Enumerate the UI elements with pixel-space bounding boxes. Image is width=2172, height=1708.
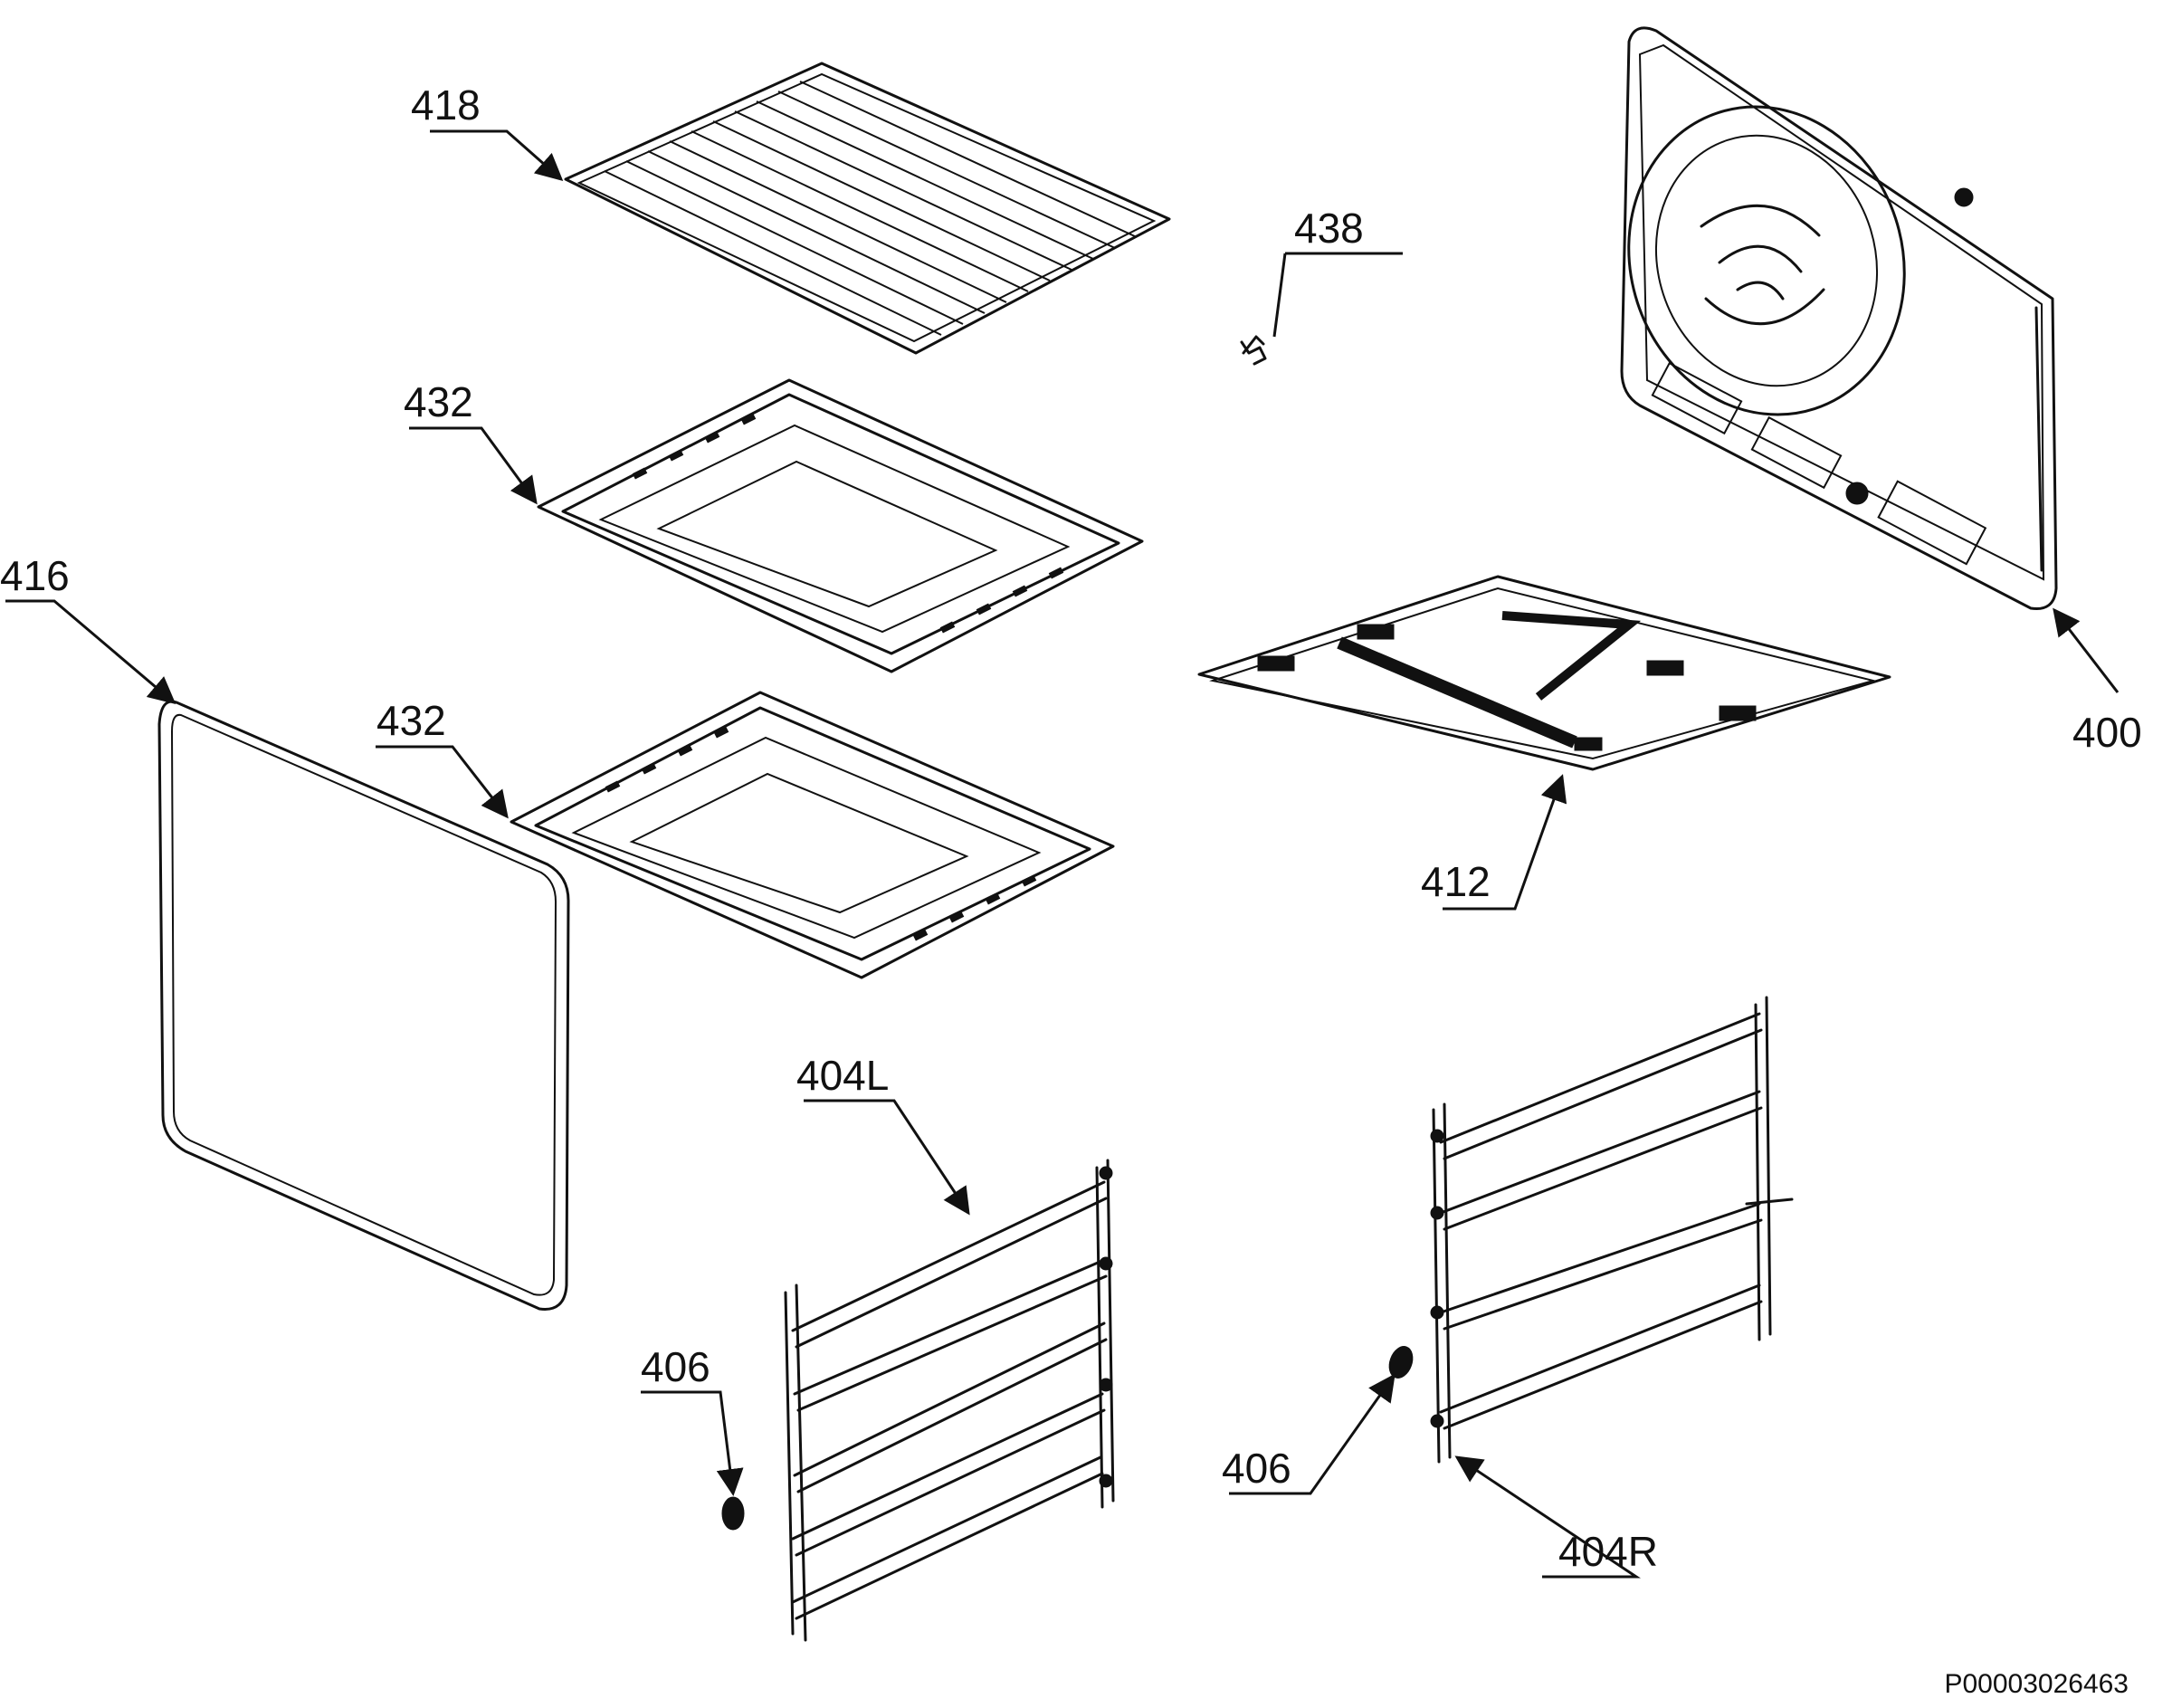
callout-labels: 418 438 432 432 416 400 412 404L 404R 40… xyxy=(0,81,2142,1575)
shelf-runner-404L xyxy=(784,1159,1115,1642)
callout-406-left: 406 xyxy=(641,1343,710,1390)
cap-406-right xyxy=(1388,1346,1414,1379)
callout-400: 400 xyxy=(2072,709,2142,756)
callout-416: 416 xyxy=(0,552,70,599)
callout-406-right: 406 xyxy=(1222,1445,1291,1492)
rear-panel-400 xyxy=(1620,26,2058,611)
callout-418: 418 xyxy=(411,81,481,129)
wire-shelf-418 xyxy=(564,62,1171,355)
leader-lines xyxy=(5,129,2120,1579)
door-gasket-416 xyxy=(157,700,570,1311)
callout-412: 412 xyxy=(1421,858,1491,905)
callout-432-upper: 432 xyxy=(404,378,473,425)
baking-tray-432-lower xyxy=(510,691,1115,979)
document-code: P00003026463 xyxy=(1944,1669,2129,1699)
baking-tray-432-upper xyxy=(537,378,1144,673)
callout-404L: 404L xyxy=(796,1052,889,1099)
clip-438 xyxy=(1240,335,1267,366)
cap-406-left xyxy=(721,1496,745,1531)
bottom-panel-412 xyxy=(1197,575,1891,771)
callout-404R: 404R xyxy=(1558,1528,1658,1575)
callout-432-lower: 432 xyxy=(376,697,446,744)
shelf-runner-404R xyxy=(1430,996,1794,1464)
callout-438: 438 xyxy=(1294,205,1364,252)
